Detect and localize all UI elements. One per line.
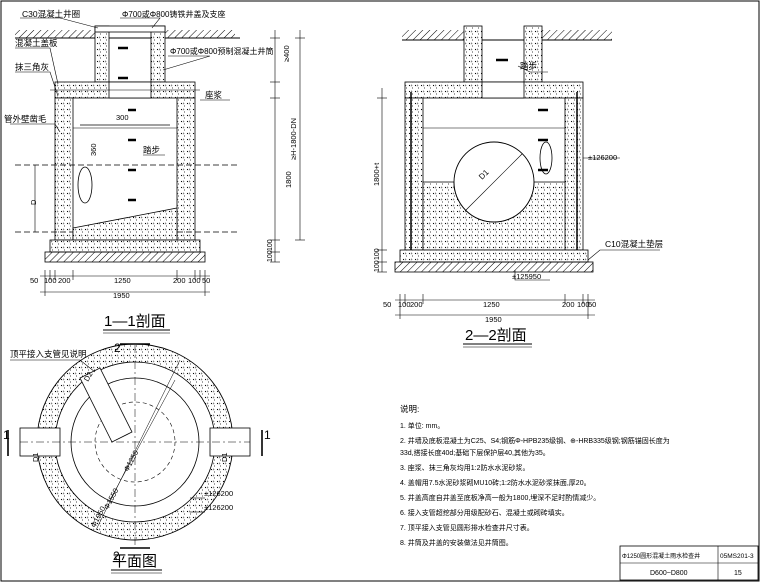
ground-hatch-right — [165, 30, 235, 38]
ground-hatch-left — [15, 30, 95, 38]
plan-elev1: ±126200 — [204, 489, 233, 498]
label-step: 踏步 — [143, 145, 160, 155]
plan-mark-2a: 2 — [114, 341, 121, 355]
label-roof-slab: 混凝土盖板 — [15, 38, 58, 48]
vdim-1: ≥400 — [282, 45, 291, 62]
note-4: 4. 盖帽用7.5水泥砂浆砌MU10砖;1:2防水水泥砂浆抹面,厚20。 — [400, 478, 591, 487]
label-precast-pipe: Φ700或Φ800预制混凝土井筒 — [170, 46, 273, 56]
s2-vdim-1: 1800+t — [372, 162, 381, 186]
hdim-5: 200 — [173, 276, 186, 285]
plan-mark-2b: 2 — [113, 549, 120, 563]
plan-mark-1a: 1 — [3, 428, 10, 442]
label-300: 300 — [116, 113, 129, 122]
tb-subtitle: D600~D800 — [650, 570, 688, 577]
label-360: 360 — [89, 143, 98, 156]
section-1-title: 1—1剖面 — [104, 313, 166, 330]
note-1: 1. 单位: mm。 — [400, 421, 444, 430]
plan-elev2: ±126200 — [204, 503, 233, 512]
section-2-title: 2—2剖面 — [465, 327, 527, 344]
section-2-2 — [377, 25, 660, 319]
s2-label-cushion: C10混凝土垫层 — [605, 239, 663, 249]
s2-label-step: 踏步 — [520, 61, 537, 71]
tb-code: 05MS201-3 — [720, 553, 754, 560]
s2-hdim-total: 1950 — [485, 315, 502, 324]
hdim-7: 50 — [202, 276, 210, 285]
hdim-1: 50 — [30, 276, 38, 285]
s2-hdim-7: 50 — [588, 300, 596, 309]
label-bench: 座浆 — [205, 90, 223, 100]
plan-view — [7, 343, 263, 549]
plan-title: 平面图 — [112, 553, 157, 570]
label-d-mark: D — [29, 199, 38, 205]
vdim-5: 100 — [267, 250, 274, 262]
plan-pipe-d1: D1 — [31, 452, 40, 462]
s2-hdim-1: 50 — [383, 300, 391, 309]
notes-block: 说明: 1. 单位: mm。 2. 井墙及底板混凝土为C25、S4;钢筋Φ-HP… — [400, 404, 670, 547]
section-1-1 — [10, 17, 305, 296]
note-7: 7. 顶平接入支管见圆形排水检查井尺寸表。 — [400, 523, 534, 532]
note-6: 6. 接入支管超挖部分用级配砂石、混凝土或砌砖填实。 — [400, 508, 569, 517]
hdim-3: 200 — [58, 276, 71, 285]
hdim-2: 100 — [44, 276, 57, 285]
hdim-6: 100 — [188, 276, 201, 285]
notes-heading: 说明: — [400, 404, 419, 414]
vdim-3: 1800 — [284, 171, 293, 188]
note-2b: 33d,搭接长度40d;基础下层保护层40,其他为35。 — [400, 448, 550, 457]
s2-vdim-2: 100 — [374, 248, 381, 260]
note-8: 8. 井筒及井盖的安装做法见井筒图。 — [400, 538, 513, 547]
hdim-4: 1250 — [114, 276, 131, 285]
plan-pipe-d2: D2 — [82, 370, 95, 383]
note-3: 3. 座浆、抹三角灰均用1:2防水水泥砂浆。 — [400, 463, 530, 472]
plan-mark-1b: 1 — [264, 428, 271, 442]
label-fillet: 抹三角灰 — [15, 62, 49, 72]
s2-hdim-3: 200 — [410, 300, 423, 309]
vdim-4: 100 — [267, 239, 274, 251]
label-cover: Φ700或Φ800铸铁井盖及支座 — [122, 9, 225, 19]
s2-label-elev1: ±126200 — [588, 153, 617, 162]
tb-page: 15 — [734, 570, 742, 577]
plan-note: 顶平接入支管见说明 — [10, 349, 87, 359]
s2-hdim-6: 100 — [577, 300, 590, 309]
plan-pipe-d1-right: D1 — [220, 452, 229, 462]
vdim-2: ≥H-1800-DN — [289, 118, 298, 160]
hdim-total: 1950 — [113, 291, 130, 300]
label-top-slab: C30混凝土井圈 — [22, 9, 80, 19]
s2-hdim-2: 100 — [398, 300, 411, 309]
s2-vdim-3: 100 — [374, 260, 381, 272]
s2-hdim-5: 200 — [562, 300, 575, 309]
title-block: Φ1250圆形混凝土雨水检查井 05MS201-3 D600~D800 15 — [619, 545, 759, 581]
tb-drawing-name: Φ1250圆形混凝土雨水检查井 — [622, 552, 700, 560]
note-5: 5. 井盖高度自井盖至底板净高一般为1800,埋深不足时酌情减少。 — [400, 493, 600, 502]
s2-label-elev2: ±125950 — [512, 272, 541, 281]
label-seal: 管外壁凿毛 — [4, 114, 47, 124]
s2-hdim-4: 1250 — [483, 300, 500, 309]
note-2: 2. 井墙及底板混凝土为C25、S4;钢筋Φ-HPB235级钢、⊕-HRB335… — [400, 436, 670, 445]
